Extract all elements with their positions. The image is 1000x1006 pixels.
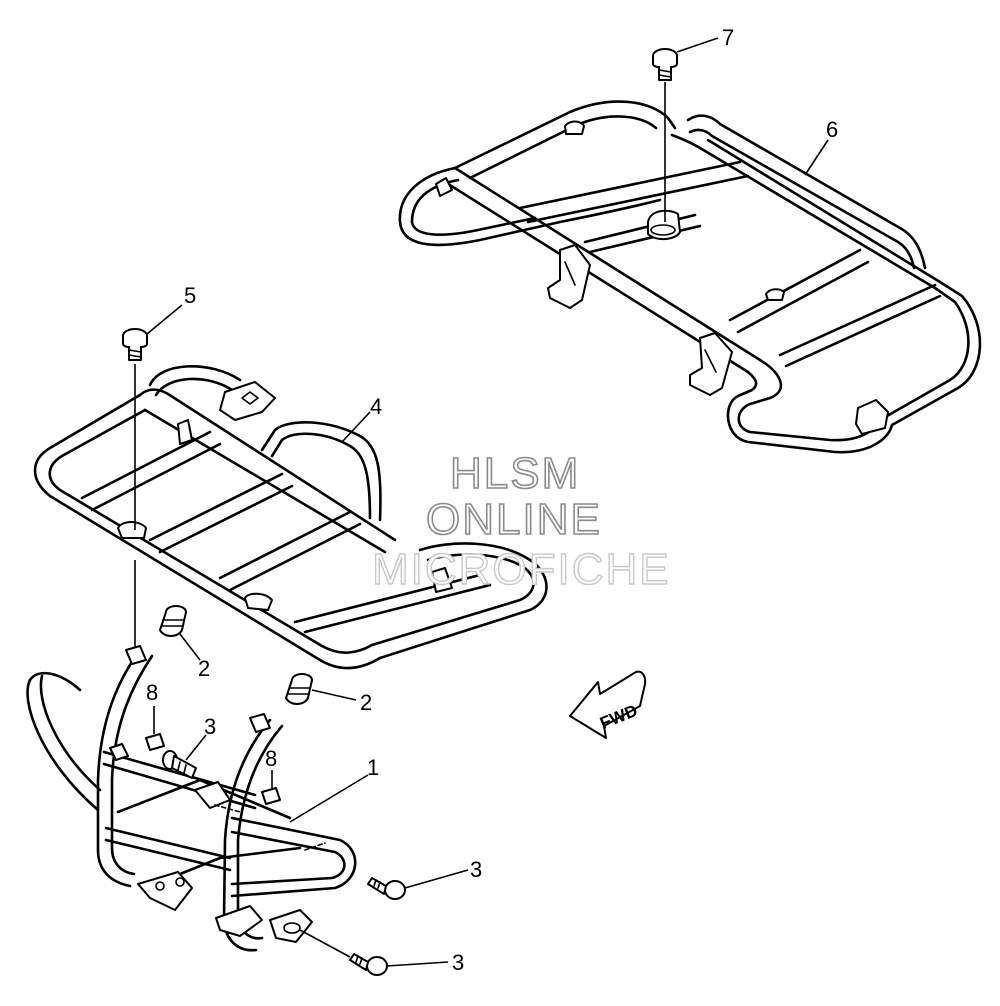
callout-3b: 3 xyxy=(470,857,482,882)
leader-2b xyxy=(311,689,357,701)
callout-3c: 3 xyxy=(452,950,464,975)
callout-8b: 8 xyxy=(265,746,277,771)
callout-2b: 2 xyxy=(360,690,372,715)
grommet-2-upper xyxy=(159,605,187,637)
callout-2a: 2 xyxy=(198,656,210,681)
leader-7 xyxy=(676,37,719,53)
rear-carrier xyxy=(398,100,982,454)
leader-6 xyxy=(804,139,829,176)
bolt-8-right xyxy=(261,770,281,805)
leader-5 xyxy=(146,304,183,335)
front-carrier xyxy=(33,364,548,670)
callout-1: 1 xyxy=(367,755,379,780)
bolt-5 xyxy=(122,328,148,650)
watermark-line1: HLSM xyxy=(450,449,580,498)
watermark: HLSM ONLINE MICROFICHE xyxy=(371,448,671,595)
bolt-3-lower xyxy=(299,929,449,976)
fwd-arrow: FWD xyxy=(569,670,647,739)
bolt-7 xyxy=(652,48,678,222)
callout-5: 5 xyxy=(184,283,196,308)
watermark-line2: ONLINE xyxy=(426,495,602,544)
callout-4: 4 xyxy=(370,394,382,419)
leader-2a xyxy=(179,633,201,661)
leader-1 xyxy=(289,774,369,823)
leader-3a xyxy=(185,734,207,761)
grommet-2-lower xyxy=(285,673,313,705)
callout-3a: 3 xyxy=(204,714,216,739)
callout-6: 6 xyxy=(826,117,838,142)
leader-4 xyxy=(341,411,371,443)
bolt-3-upper xyxy=(162,750,197,779)
watermark-line3: MICROFICHE xyxy=(372,545,671,594)
bolt-3-middle xyxy=(367,869,469,900)
front-guard xyxy=(26,645,357,952)
callout-8a: 8 xyxy=(146,680,158,705)
bolt-8-left xyxy=(145,706,165,751)
callout-7: 7 xyxy=(722,25,734,50)
